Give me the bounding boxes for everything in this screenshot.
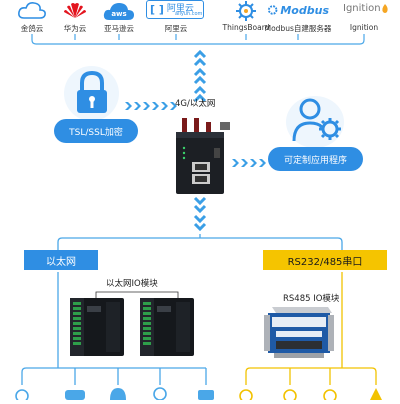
svg-text:aws: aws [111, 10, 126, 18]
io-module-1 [70, 296, 126, 362]
router-device [168, 118, 234, 196]
serial-device-label: RS485 IO模块 [283, 294, 340, 304]
platform-label-ignition: Ignition [349, 23, 379, 32]
link-arrow-icon [125, 96, 177, 115]
security-label: TSL/SSL加密 [69, 127, 123, 138]
modbus-gear-icon [267, 5, 278, 15]
platform-label-aws: 亚马逊云 [104, 24, 134, 33]
app-pill: 可定制应用程序 [268, 147, 363, 171]
cloud-icon [17, 0, 47, 24]
platform-label-aliyun: 阿里云 [164, 24, 188, 33]
app-arrow-icon [232, 153, 268, 172]
upstream-chevrons-icon [193, 48, 207, 106]
aliyun-bracket-icon: [ ] [150, 3, 164, 16]
ignition-logo-text: Ignition [343, 3, 381, 14]
ignition-logo-icon: Ignition [343, 3, 389, 14]
rs485-io-module [262, 303, 334, 363]
modbus-logo-text: Modbus [280, 3, 329, 17]
aliyun-logo-subtext: aliyun.com [175, 11, 203, 17]
user-settings-icon [292, 97, 344, 147]
serial-header: RS232/485串口 [263, 250, 387, 270]
lock-icon [74, 70, 110, 119]
security-pill: TSL/SSL加密 [54, 119, 138, 143]
link-label: 4G/以太网 [175, 99, 216, 109]
bottom-device-icons-ethernet [0, 384, 400, 403]
thingsboard-logo-icon [233, 0, 259, 26]
aliyun-logo-text: 阿里云 [166, 4, 194, 14]
platform-label-thingsboard: ThingsBoard [222, 23, 270, 32]
aws-logo-icon: aws [101, 0, 137, 26]
ethernet-header: 以太网 [24, 250, 98, 270]
platform-label-jinge: 金鸽云 [20, 24, 44, 33]
app-label: 可定制应用程序 [283, 155, 347, 166]
ignition-flame-icon [381, 3, 388, 13]
serial-title: RS232/485串口 [287, 256, 363, 268]
huawei-logo-icon [61, 0, 89, 24]
platform-label-modbus: Modbus自建服务器 [264, 24, 332, 33]
modbus-logo-icon: Modbus [267, 2, 329, 18]
io-module-2 [140, 296, 196, 362]
ethernet-device-label: 以太网IO模块 [106, 279, 158, 289]
downstream-chevrons-icon [193, 196, 207, 238]
ethernet-title: 以太网 [46, 256, 76, 268]
aliyun-logo-icon: [ ] 阿里云 [146, 0, 204, 19]
platform-label-huawei: 华为云 [63, 24, 87, 33]
